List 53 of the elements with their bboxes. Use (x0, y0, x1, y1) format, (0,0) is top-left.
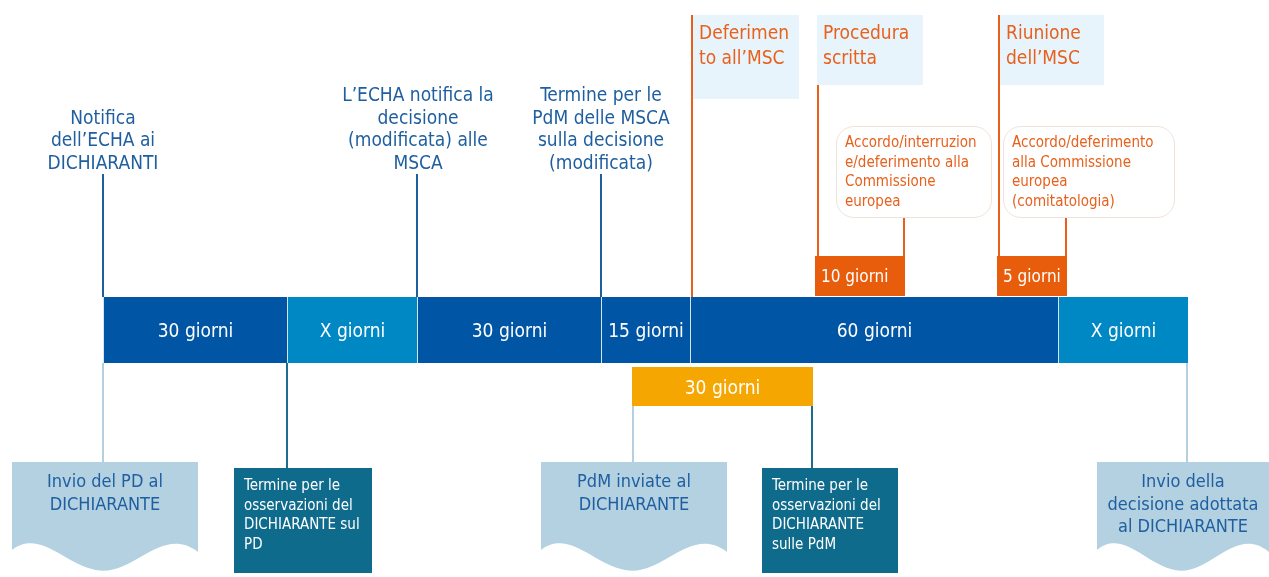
box-label: Termine per le osservazioni del DICHIARANTE sul PD (244, 476, 361, 554)
connector-line (811, 405, 813, 469)
connector-line (600, 173, 602, 298)
timeline-segment (601, 297, 690, 363)
phase-box (693, 15, 799, 99)
outcome-box (1003, 126, 1175, 218)
timeline-segment (417, 297, 601, 363)
duration-bar (815, 256, 905, 296)
box-label: X giorni (1090, 319, 1157, 341)
deadline-box (762, 468, 898, 573)
box-label: Accordo/deferimento alla Commissione europea (comitatologia) (1012, 133, 1155, 211)
box-label: 30 giorni (684, 375, 761, 398)
phase-box (1000, 15, 1104, 85)
timeline-segment (1058, 297, 1188, 363)
connector-line (691, 14, 693, 298)
connector-line (903, 217, 905, 257)
timeline-segment (690, 297, 1058, 363)
box-label: PdM inviate al DICHIARANTE (576, 470, 692, 515)
box-label: 5 giorni (1003, 266, 1062, 286)
connector-line (416, 173, 418, 298)
annotation-text: L’ECHA notifica la decisione (modificata) alle MSCA (326, 76, 510, 174)
box-label: Termine per le osservazioni del DICHIARANTE sulle PdM (772, 476, 882, 554)
deadline-box (234, 468, 372, 573)
document-shape (12, 462, 198, 574)
connector-line (286, 362, 288, 469)
box-label: X giorni (319, 319, 386, 341)
connector-line (102, 173, 104, 298)
timeline-segment (287, 297, 417, 363)
document-shape (1097, 462, 1269, 574)
document-shape (541, 462, 727, 574)
connector-line (632, 405, 634, 463)
annotation-text: Termine per le PdM delle MSCA sulla decisione (modificata) (526, 48, 676, 174)
box-label: 60 giorni (836, 319, 913, 341)
box-label: Invio della decisione adottata al DICHIARANTE (1107, 470, 1259, 538)
box-label: Invio del PD al DICHIARANTE (46, 470, 164, 515)
annotation-text: Notifica dell’ECHA ai DICHIARANTI (30, 100, 176, 174)
duration-bar (997, 256, 1067, 296)
connector-line (1065, 217, 1067, 257)
box-label: 30 giorni (471, 319, 548, 341)
box-label: 30 giorni (157, 319, 234, 341)
box-label: Procedura scritta (823, 20, 911, 70)
duration-bar (632, 367, 813, 406)
outcome-box (836, 126, 992, 218)
box-label: 15 giorni (608, 319, 684, 341)
connector-line (102, 362, 104, 463)
phase-box (817, 15, 923, 85)
connector-line (998, 14, 1000, 257)
connector-line (1186, 362, 1188, 463)
timeline-segment (103, 297, 287, 363)
box-label: Riunione dell’MSC (1006, 20, 1082, 70)
box-label: Deferimento all’MSC (699, 20, 790, 70)
box-label: Accordo/interruzione/deferimento alla Commissione europea (845, 133, 978, 211)
box-label: 10 giorni (821, 266, 890, 286)
